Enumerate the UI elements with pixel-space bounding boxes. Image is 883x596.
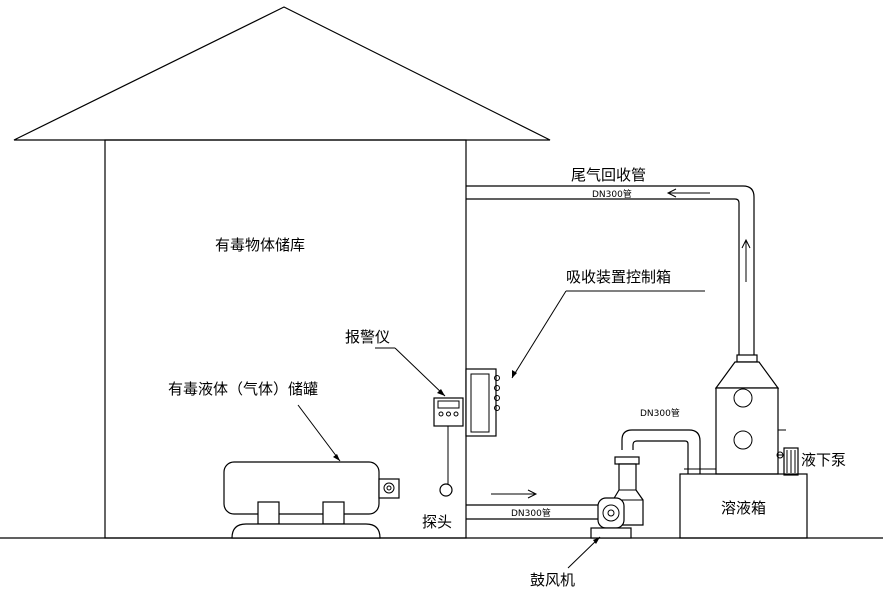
control-box — [465, 368, 500, 437]
tail-gas-pipe-inner — [466, 198, 740, 355]
tower-sight-window-top — [733, 388, 753, 408]
control-box-leader — [511, 290, 567, 379]
absorption-tower — [714, 354, 786, 475]
submerged-pump — [776, 447, 799, 476]
storage-tank-leader — [297, 404, 341, 462]
tower-sight-window-bottom — [733, 430, 753, 450]
inlet-pipe — [466, 489, 598, 520]
mid-pipe-inner — [632, 440, 689, 474]
storage-tank-valve-core — [386, 485, 392, 491]
warehouse-roof — [13, 6, 551, 141]
tail-gas-pipe-outer — [466, 185, 755, 355]
control-box-knob-3 — [494, 395, 500, 401]
tail-gas-flow-arrow-left — [666, 188, 710, 198]
tower-body — [715, 387, 779, 475]
pipe-bottom-label: DN300管 — [511, 507, 551, 519]
blower-base — [590, 527, 632, 539]
control-box-label: 吸收装置控制箱 — [566, 268, 671, 286]
storage-tank-valve — [378, 478, 400, 499]
storage-tank-label: 有毒液体（气体）储罐 — [168, 380, 318, 398]
alarm-leader — [394, 347, 446, 397]
warehouse-label: 有毒物体储库 — [215, 236, 305, 254]
probe-sensor — [439, 483, 453, 497]
alarm-instrument — [433, 397, 464, 497]
storage-tank-body — [223, 461, 380, 515]
inlet-flow-arrow-right — [491, 489, 538, 499]
pump-valve — [776, 451, 784, 459]
blower-flange — [614, 456, 640, 465]
storage-tank-support-right — [322, 501, 345, 525]
alarm-instrument-screen — [437, 400, 460, 409]
alarm-button-3 — [453, 411, 459, 417]
control-box-knob-2 — [494, 385, 500, 391]
solution-tank — [679, 473, 808, 539]
control-box-knob-1 — [494, 375, 500, 381]
storage-tank-support-left — [257, 501, 280, 525]
mid-pipe-outer — [621, 429, 701, 474]
alarm-button-1 — [438, 411, 444, 417]
alarm-button-2 — [446, 411, 451, 417]
probe-label: 探头 — [422, 513, 452, 531]
tower-neck — [736, 354, 758, 363]
storage-tank — [223, 461, 400, 539]
control-box-panel — [470, 373, 490, 433]
warehouse-building — [13, 6, 551, 539]
pump-label: 液下泵 — [801, 451, 846, 469]
blower-label: 鼓风机 — [530, 571, 575, 589]
blower-volute — [597, 497, 625, 529]
solution-tank-label: 溶液箱 — [721, 499, 766, 517]
alarm-label: 报警仪 — [345, 328, 390, 346]
pipe-mid-label: DN300管 — [640, 407, 680, 419]
pipe-top-label: DN300管 — [592, 188, 632, 200]
tower-cone — [714, 361, 780, 389]
tail-gas-flow-arrow-up — [741, 238, 751, 282]
blower — [590, 456, 644, 539]
control-box-knob-4 — [494, 405, 500, 411]
blower-leader — [567, 536, 601, 569]
blower-hub — [607, 509, 615, 517]
blower-to-tower-pipe — [621, 429, 716, 474]
tail-gas-pipe-label: 尾气回收管 — [571, 166, 646, 184]
storage-tank-valve-knob — [383, 482, 395, 494]
blower-impeller — [602, 504, 620, 522]
storage-tank-base — [231, 523, 381, 539]
tail-gas-recovery-pipe — [466, 185, 755, 355]
